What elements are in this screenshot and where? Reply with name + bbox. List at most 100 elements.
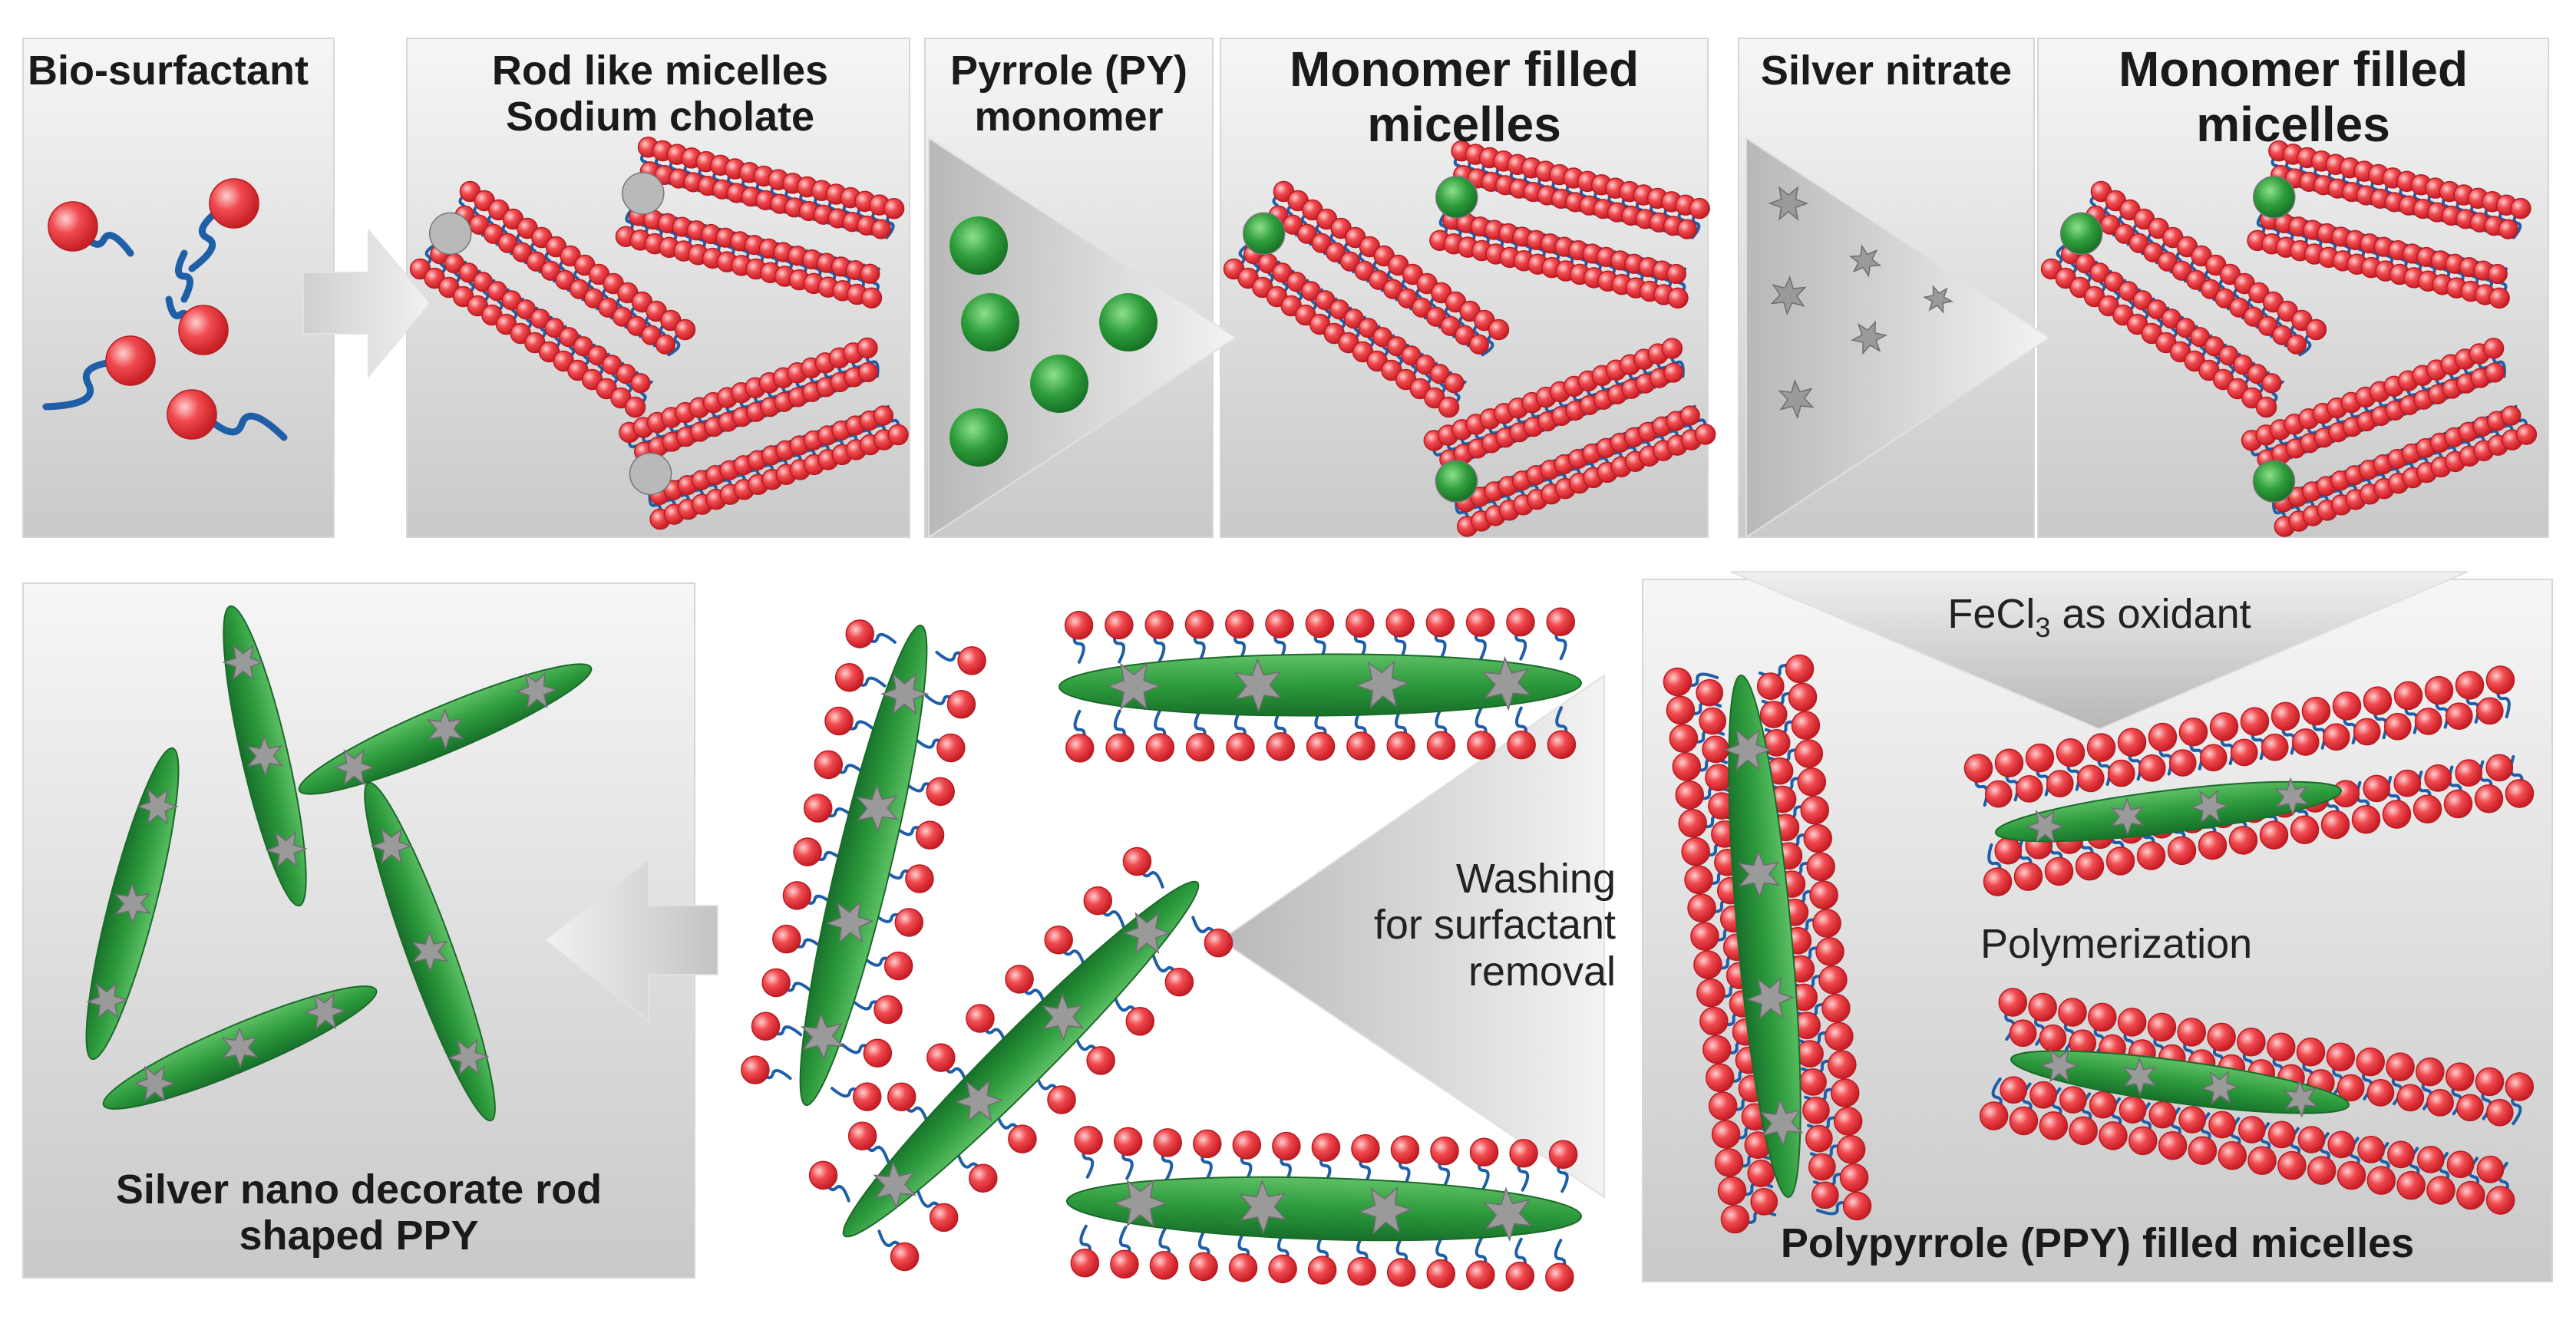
surfactant-head bbox=[2086, 733, 2116, 762]
surfactant-head bbox=[1796, 1040, 1824, 1068]
silver-particle bbox=[1483, 1186, 1533, 1242]
surfactant-head bbox=[1788, 682, 1818, 712]
ppy-rod bbox=[842, 880, 1200, 1238]
surfactant-head bbox=[1711, 1120, 1741, 1149]
micelle-cap bbox=[2252, 460, 2296, 503]
surfactant-head bbox=[2058, 998, 2087, 1027]
surfactant-head bbox=[1805, 1124, 1833, 1153]
surfactant-head bbox=[2393, 681, 2423, 711]
silver-particle bbox=[1234, 658, 1283, 713]
pyrrole-title-line2: monomer bbox=[974, 94, 1164, 140]
surfactant-head bbox=[824, 706, 854, 736]
surfactant-head bbox=[2129, 1126, 2158, 1156]
surfactant-head bbox=[1705, 1063, 1735, 1093]
surfactant-head bbox=[2198, 830, 2228, 860]
surfactant-head bbox=[2443, 789, 2473, 819]
surfactant-head bbox=[1315, 290, 1336, 311]
silver-particle bbox=[1723, 728, 1772, 771]
surfactant-head bbox=[2069, 1116, 2098, 1146]
washing-line1: Washing bbox=[1455, 856, 1616, 902]
surfactant-head bbox=[2393, 769, 2422, 797]
surfactant-head bbox=[1983, 867, 2013, 896]
micelle-cap bbox=[622, 172, 665, 215]
surfactant-head bbox=[1429, 364, 1450, 384]
surfactant-head bbox=[1228, 1253, 1258, 1282]
surfactant-head bbox=[2015, 775, 2043, 803]
silver-particle bbox=[801, 1012, 844, 1061]
surfactant-head bbox=[583, 288, 604, 309]
surfactant-head bbox=[1467, 731, 1496, 760]
silver-particle bbox=[221, 1026, 259, 1069]
surfactant-head bbox=[966, 1004, 995, 1033]
surfactant-head bbox=[874, 995, 903, 1025]
surfactant-head bbox=[2107, 759, 2135, 787]
surfactant-head bbox=[1689, 197, 1710, 219]
surfactant-head bbox=[2424, 764, 2452, 792]
surfactant-head bbox=[1397, 288, 1418, 309]
surfactant-head bbox=[1144, 610, 1174, 639]
surfactant-head bbox=[2322, 723, 2350, 751]
surfactant-head bbox=[2243, 306, 2264, 327]
surfactant-head bbox=[2207, 1022, 2236, 1052]
surfactant-head bbox=[2386, 1052, 2415, 1081]
surfactant-head bbox=[2218, 1140, 2247, 1170]
surfactant-head bbox=[2143, 242, 2164, 262]
surfactant-head bbox=[2046, 770, 2074, 797]
surfactant-head bbox=[2076, 764, 2105, 793]
surfactant-head bbox=[834, 662, 864, 692]
surfactant-head bbox=[1286, 272, 1307, 292]
silver-particle bbox=[2283, 1079, 2318, 1118]
surfactant-head bbox=[483, 223, 504, 244]
silver-particle bbox=[825, 900, 874, 944]
surfactant-head bbox=[1426, 731, 1456, 761]
silver-particle bbox=[426, 708, 464, 751]
surfactant-head bbox=[2498, 219, 2518, 239]
surfactant-head bbox=[1382, 279, 1403, 299]
surfactant-head bbox=[1468, 334, 1489, 355]
surfactant-head bbox=[1994, 837, 2023, 865]
surfactant-head bbox=[1415, 355, 1436, 375]
silver-particle bbox=[1122, 912, 1171, 955]
surfactant-head bbox=[782, 881, 812, 910]
surfactant-head bbox=[1675, 780, 1704, 810]
surfactant-head bbox=[1412, 297, 1432, 318]
surfactant-head bbox=[2089, 1091, 2117, 1119]
surfactant-head bbox=[1794, 739, 1824, 768]
surfactant-head bbox=[1311, 233, 1332, 253]
surfactant-head bbox=[1821, 993, 1851, 1023]
silver-particle bbox=[1851, 320, 1887, 355]
surfactant-head bbox=[1666, 263, 1686, 285]
surfactant-head bbox=[2332, 691, 2362, 721]
surfactant-head bbox=[1385, 608, 1415, 638]
ppy-rod bbox=[799, 624, 928, 1107]
surfactant-head bbox=[1265, 609, 1294, 639]
surfactant-head bbox=[1307, 1256, 1337, 1285]
surfactant-head bbox=[2488, 287, 2510, 309]
surfactant-head bbox=[2396, 1170, 2426, 1200]
surfactant-head bbox=[926, 777, 955, 807]
surfactant-head bbox=[2363, 686, 2393, 715]
surfactant-head bbox=[803, 794, 833, 823]
surfactant-head bbox=[2485, 1186, 2515, 1215]
silver-particle bbox=[2026, 810, 2065, 843]
molecular-artwork bbox=[42, 137, 2538, 1292]
surfactant-head bbox=[1268, 1254, 1297, 1284]
surfactant-head bbox=[2327, 1130, 2356, 1159]
surfactant-head bbox=[209, 178, 259, 229]
surfactant-head bbox=[1693, 950, 1722, 979]
surfactant-head bbox=[569, 279, 590, 299]
ppy-filled-title: Polypyrrole (PPY) filled micelles bbox=[1780, 1220, 2415, 1266]
surfactant-head bbox=[1369, 269, 1389, 290]
surfactant-head bbox=[598, 297, 619, 318]
surfactant-head bbox=[1679, 405, 1700, 426]
surfactant-head bbox=[2044, 856, 2074, 886]
surfactant-head bbox=[2255, 396, 2277, 418]
surfactant-head bbox=[1666, 695, 1696, 725]
surfactant-head bbox=[1831, 1078, 1860, 1107]
surfactant-head bbox=[1699, 1006, 1729, 1036]
surfactant-head bbox=[2296, 1037, 2326, 1067]
surfactant-head bbox=[1351, 1134, 1380, 1163]
surfactant-head bbox=[2148, 722, 2178, 752]
arrow-right-1 bbox=[302, 228, 431, 378]
